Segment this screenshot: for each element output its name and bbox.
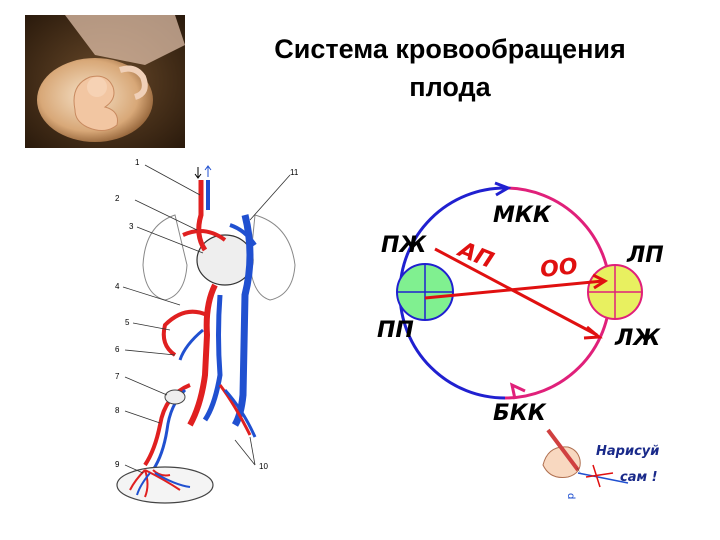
fetal-circulation-drawing: 1 2 3 4 5 6 7 8 9 10 11 <box>105 155 315 515</box>
label-7: 7 <box>115 372 120 381</box>
title-line-1: Система кровообращения <box>215 30 685 68</box>
lung-left-outline <box>143 215 187 300</box>
label-mkk: МКК <box>493 203 552 228</box>
label-4: 4 <box>115 282 120 291</box>
draw-yourself-badge: d Нарисуй сам ! <box>538 425 668 500</box>
badge-line-2: сам ! <box>620 470 658 485</box>
label-9: 9 <box>115 460 120 469</box>
title-line-2: плода <box>215 68 685 106</box>
label-pp: ПП <box>377 318 414 343</box>
heart-outline <box>197 235 253 285</box>
label-11: 11 <box>290 168 299 177</box>
placenta-outline <box>117 467 213 503</box>
badge-line-1: Нарисуй <box>596 444 659 459</box>
label-5: 5 <box>125 318 130 327</box>
label-pzh: ПЖ <box>381 233 427 258</box>
label-ap: АП <box>453 237 497 274</box>
label-1: 1 <box>135 158 140 167</box>
label-2: 2 <box>115 194 120 203</box>
lung-right-outline <box>250 215 295 300</box>
label-10: 10 <box>259 462 268 471</box>
circulation-scheme: МКК БКК ПЖ ПП ЛП ЛЖ АП ОО <box>365 175 695 430</box>
label-3: 3 <box>129 222 134 231</box>
label-8: 8 <box>115 406 120 415</box>
svg-text:d: d <box>565 493 576 499</box>
label-lzh: ЛЖ <box>614 326 661 351</box>
embryo-photo <box>25 15 185 148</box>
label-lp: ЛП <box>626 243 664 268</box>
label-6: 6 <box>115 345 120 354</box>
label-oo: ОО <box>539 254 579 283</box>
page-title: Система кровообращения плода <box>215 30 685 106</box>
label-bkk: БКК <box>493 401 547 426</box>
